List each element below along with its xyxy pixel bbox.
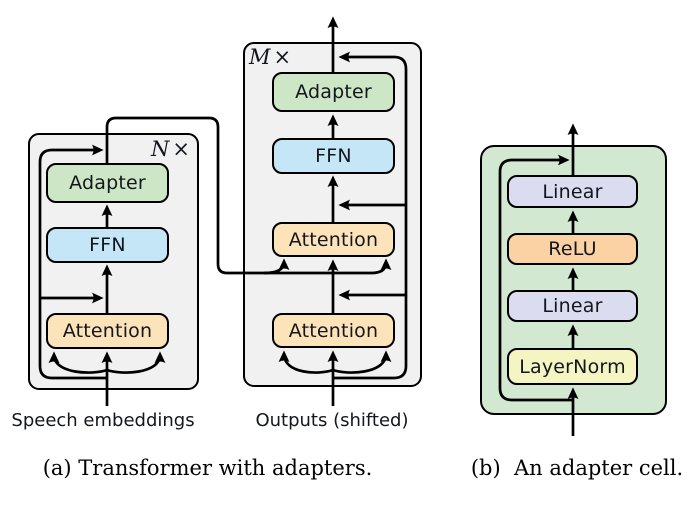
decoder-adapter-block: Adapter (272, 72, 395, 112)
cell-linear-out-block: Linear (507, 175, 638, 208)
panel-b-caption: (b) An adapter cell. (470, 456, 684, 480)
decoder-repeat-label: M× (249, 45, 291, 69)
cell-linear-out-label: Linear (542, 180, 603, 203)
decoder-input-label: Outputs (shifted) (255, 410, 409, 431)
encoder-input-label: Speech embeddings (11, 410, 195, 431)
encoder-times-symbol: × (172, 137, 190, 161)
cell-linear-in-label: Linear (542, 295, 603, 317)
encoder-ffn-label: FFN (89, 234, 126, 256)
cell-linear-in-block: Linear (507, 290, 638, 322)
encoder-adapter-block: Adapter (46, 163, 169, 203)
cell-relu-label: ReLU (548, 238, 597, 260)
encoder-multiplier: N (151, 137, 170, 161)
decoder-cross-attention-label: Attention (288, 228, 379, 251)
encoder-ffn-block: FFN (46, 227, 169, 263)
decoder-times-symbol: × (273, 45, 292, 69)
cell-relu-block: ReLU (507, 233, 638, 265)
decoder-cross-attention-block: Attention (272, 222, 395, 257)
cell-layernorm-label: LayerNorm (519, 355, 626, 378)
decoder-self-attention-label: Attention (288, 319, 379, 342)
encoder-adapter-label: Adapter (69, 172, 146, 194)
cell-layernorm-block: LayerNorm (507, 348, 638, 385)
decoder-adapter-label: Adapter (295, 81, 372, 103)
encoder-repeat-label: N× (151, 137, 190, 161)
decoder-self-attention-block: Attention (272, 313, 395, 348)
encoder-attention-label: Attention (62, 320, 153, 342)
decoder-multiplier: M (249, 45, 271, 69)
decoder-ffn-block: FFN (272, 138, 395, 174)
encoder-attention-block: Attention (46, 313, 169, 349)
decoder-ffn-label: FFN (315, 145, 352, 167)
panel-a-caption: (a) Transformer with adapters. (42, 456, 373, 480)
